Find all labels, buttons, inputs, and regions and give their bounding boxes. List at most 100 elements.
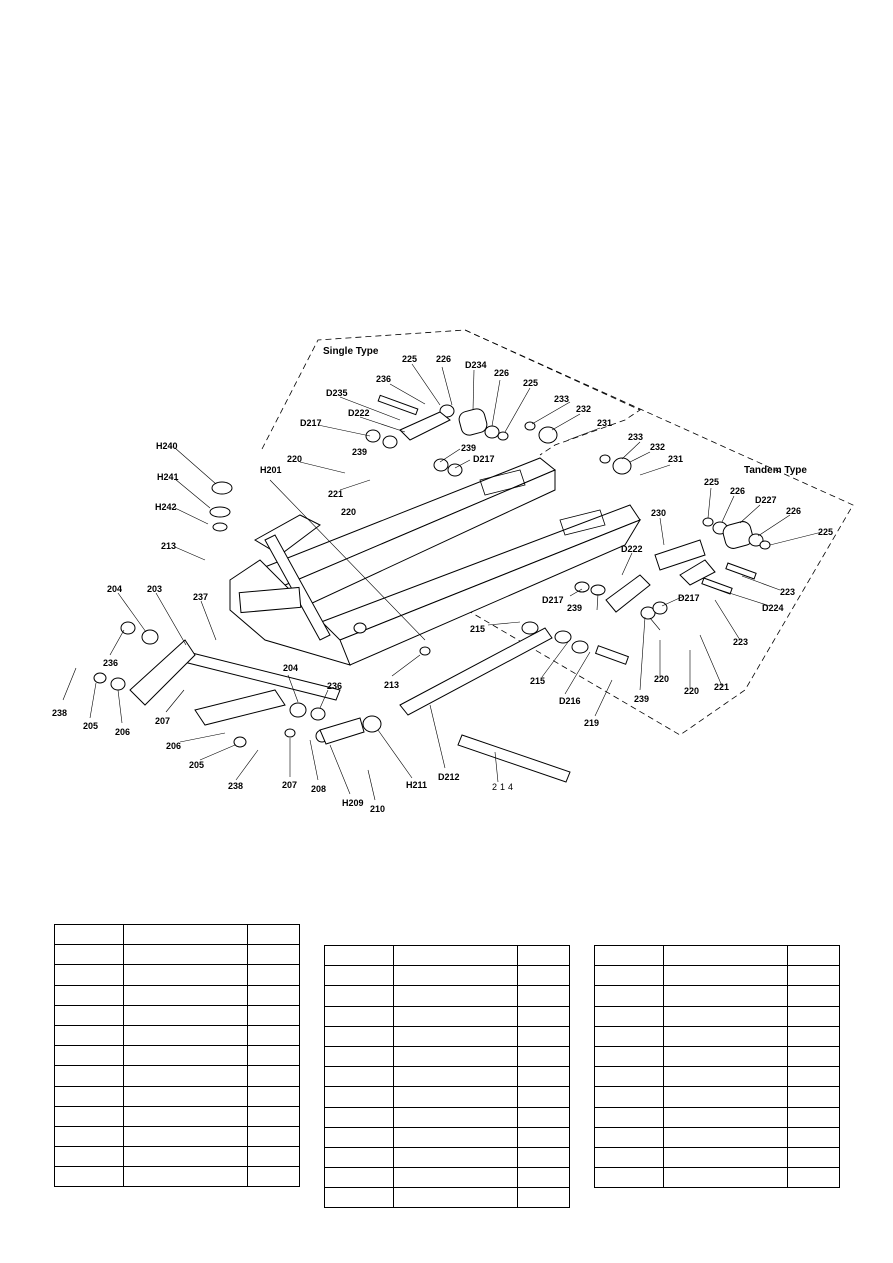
label: 221 <box>328 489 343 499</box>
table-row <box>324 944 570 967</box>
table-cell <box>324 1005 394 1027</box>
table-row <box>324 1025 570 1047</box>
table-row <box>324 1167 570 1189</box>
table-row <box>324 1086 570 1108</box>
label: D222 <box>621 544 643 554</box>
table-row <box>324 1005 570 1027</box>
table-cell <box>324 1106 394 1128</box>
table-cell <box>324 1126 394 1148</box>
label: D217 <box>542 595 564 605</box>
table-cell <box>247 1166 300 1188</box>
label: 225 <box>704 477 719 487</box>
table-row <box>594 1045 840 1068</box>
label: 213 <box>161 541 176 551</box>
table-cell <box>54 1045 124 1067</box>
small-parts <box>93 394 771 748</box>
table-cell <box>123 923 248 946</box>
label: 220 <box>287 454 302 464</box>
label: 239 <box>461 443 476 453</box>
label: 214 <box>492 782 516 792</box>
table-row <box>324 965 570 987</box>
label: 226 <box>786 506 801 516</box>
title-single-type: Single Type <box>323 346 379 357</box>
table-cell <box>517 1106 570 1128</box>
label: 205 <box>83 721 98 731</box>
table-cell <box>594 1025 664 1047</box>
table-cell <box>54 1004 124 1026</box>
label: 231 <box>668 454 683 464</box>
table-cell <box>54 923 124 946</box>
table-cell <box>247 944 300 966</box>
table-row <box>54 1166 300 1188</box>
leader-lines <box>62 363 823 801</box>
label: 207 <box>282 780 297 790</box>
label: H211 <box>406 780 427 790</box>
label: D212 <box>438 772 460 782</box>
table-row <box>594 1025 840 1047</box>
label: 226 <box>730 486 745 496</box>
table-row <box>54 1045 300 1067</box>
label: 237 <box>193 592 208 602</box>
table-cell <box>123 944 248 966</box>
label: 207 <box>155 716 170 726</box>
table-cell <box>663 985 788 1007</box>
label: H240 <box>156 441 178 451</box>
table-cell <box>663 1146 788 1169</box>
table-cell <box>517 965 570 987</box>
label: 215 <box>530 676 545 686</box>
label: 223 <box>780 587 795 597</box>
table-cell <box>393 965 518 987</box>
label: D224 <box>762 603 784 613</box>
label: 223 <box>733 637 748 647</box>
table-cell <box>54 964 124 986</box>
table-cell <box>324 1086 394 1108</box>
table-cell <box>54 1166 124 1188</box>
table-cell <box>54 1125 124 1148</box>
table-cell <box>324 944 394 967</box>
table-cell <box>663 1167 788 1189</box>
table-cell <box>247 923 300 946</box>
table-cell <box>123 1146 248 1168</box>
label: 238 <box>228 781 243 791</box>
table-row <box>54 1024 300 1047</box>
label: 239 <box>567 603 582 613</box>
table-cell <box>247 964 300 986</box>
table-cell <box>594 1106 664 1128</box>
label: D234 <box>465 360 487 370</box>
table-cell <box>247 984 300 1006</box>
table-cell <box>787 1146 840 1169</box>
table-row <box>594 1167 840 1189</box>
label: 226 <box>494 368 509 378</box>
label: 230 <box>651 508 666 518</box>
table-cell <box>663 1126 788 1148</box>
label: 239 <box>352 447 367 457</box>
table-cell <box>594 965 664 987</box>
table-cell <box>247 1065 300 1087</box>
label: D235 <box>326 388 348 398</box>
table-row <box>54 964 300 986</box>
table-cell <box>393 1126 518 1148</box>
table-cell <box>517 1167 570 1189</box>
label: H209 <box>342 798 364 808</box>
table-row <box>54 984 300 1006</box>
table-cell <box>517 985 570 1007</box>
tandem-type-outline <box>449 329 854 736</box>
table-cell <box>324 965 394 987</box>
table-cell <box>517 1025 570 1047</box>
table-cell <box>594 1045 664 1068</box>
label: H242 <box>155 502 177 512</box>
table-cell <box>393 944 518 967</box>
shafts <box>175 627 571 783</box>
table-cell <box>393 1066 518 1088</box>
table-cell <box>123 1045 248 1067</box>
table-cell <box>393 1045 518 1068</box>
label: 204 <box>107 584 122 594</box>
table-row <box>54 1065 300 1087</box>
table-cell <box>123 1024 248 1047</box>
table-cell <box>787 965 840 987</box>
table-cell <box>324 1045 394 1068</box>
label: 203 <box>147 584 162 594</box>
label: 220 <box>684 686 699 696</box>
table-cell <box>393 1086 518 1108</box>
